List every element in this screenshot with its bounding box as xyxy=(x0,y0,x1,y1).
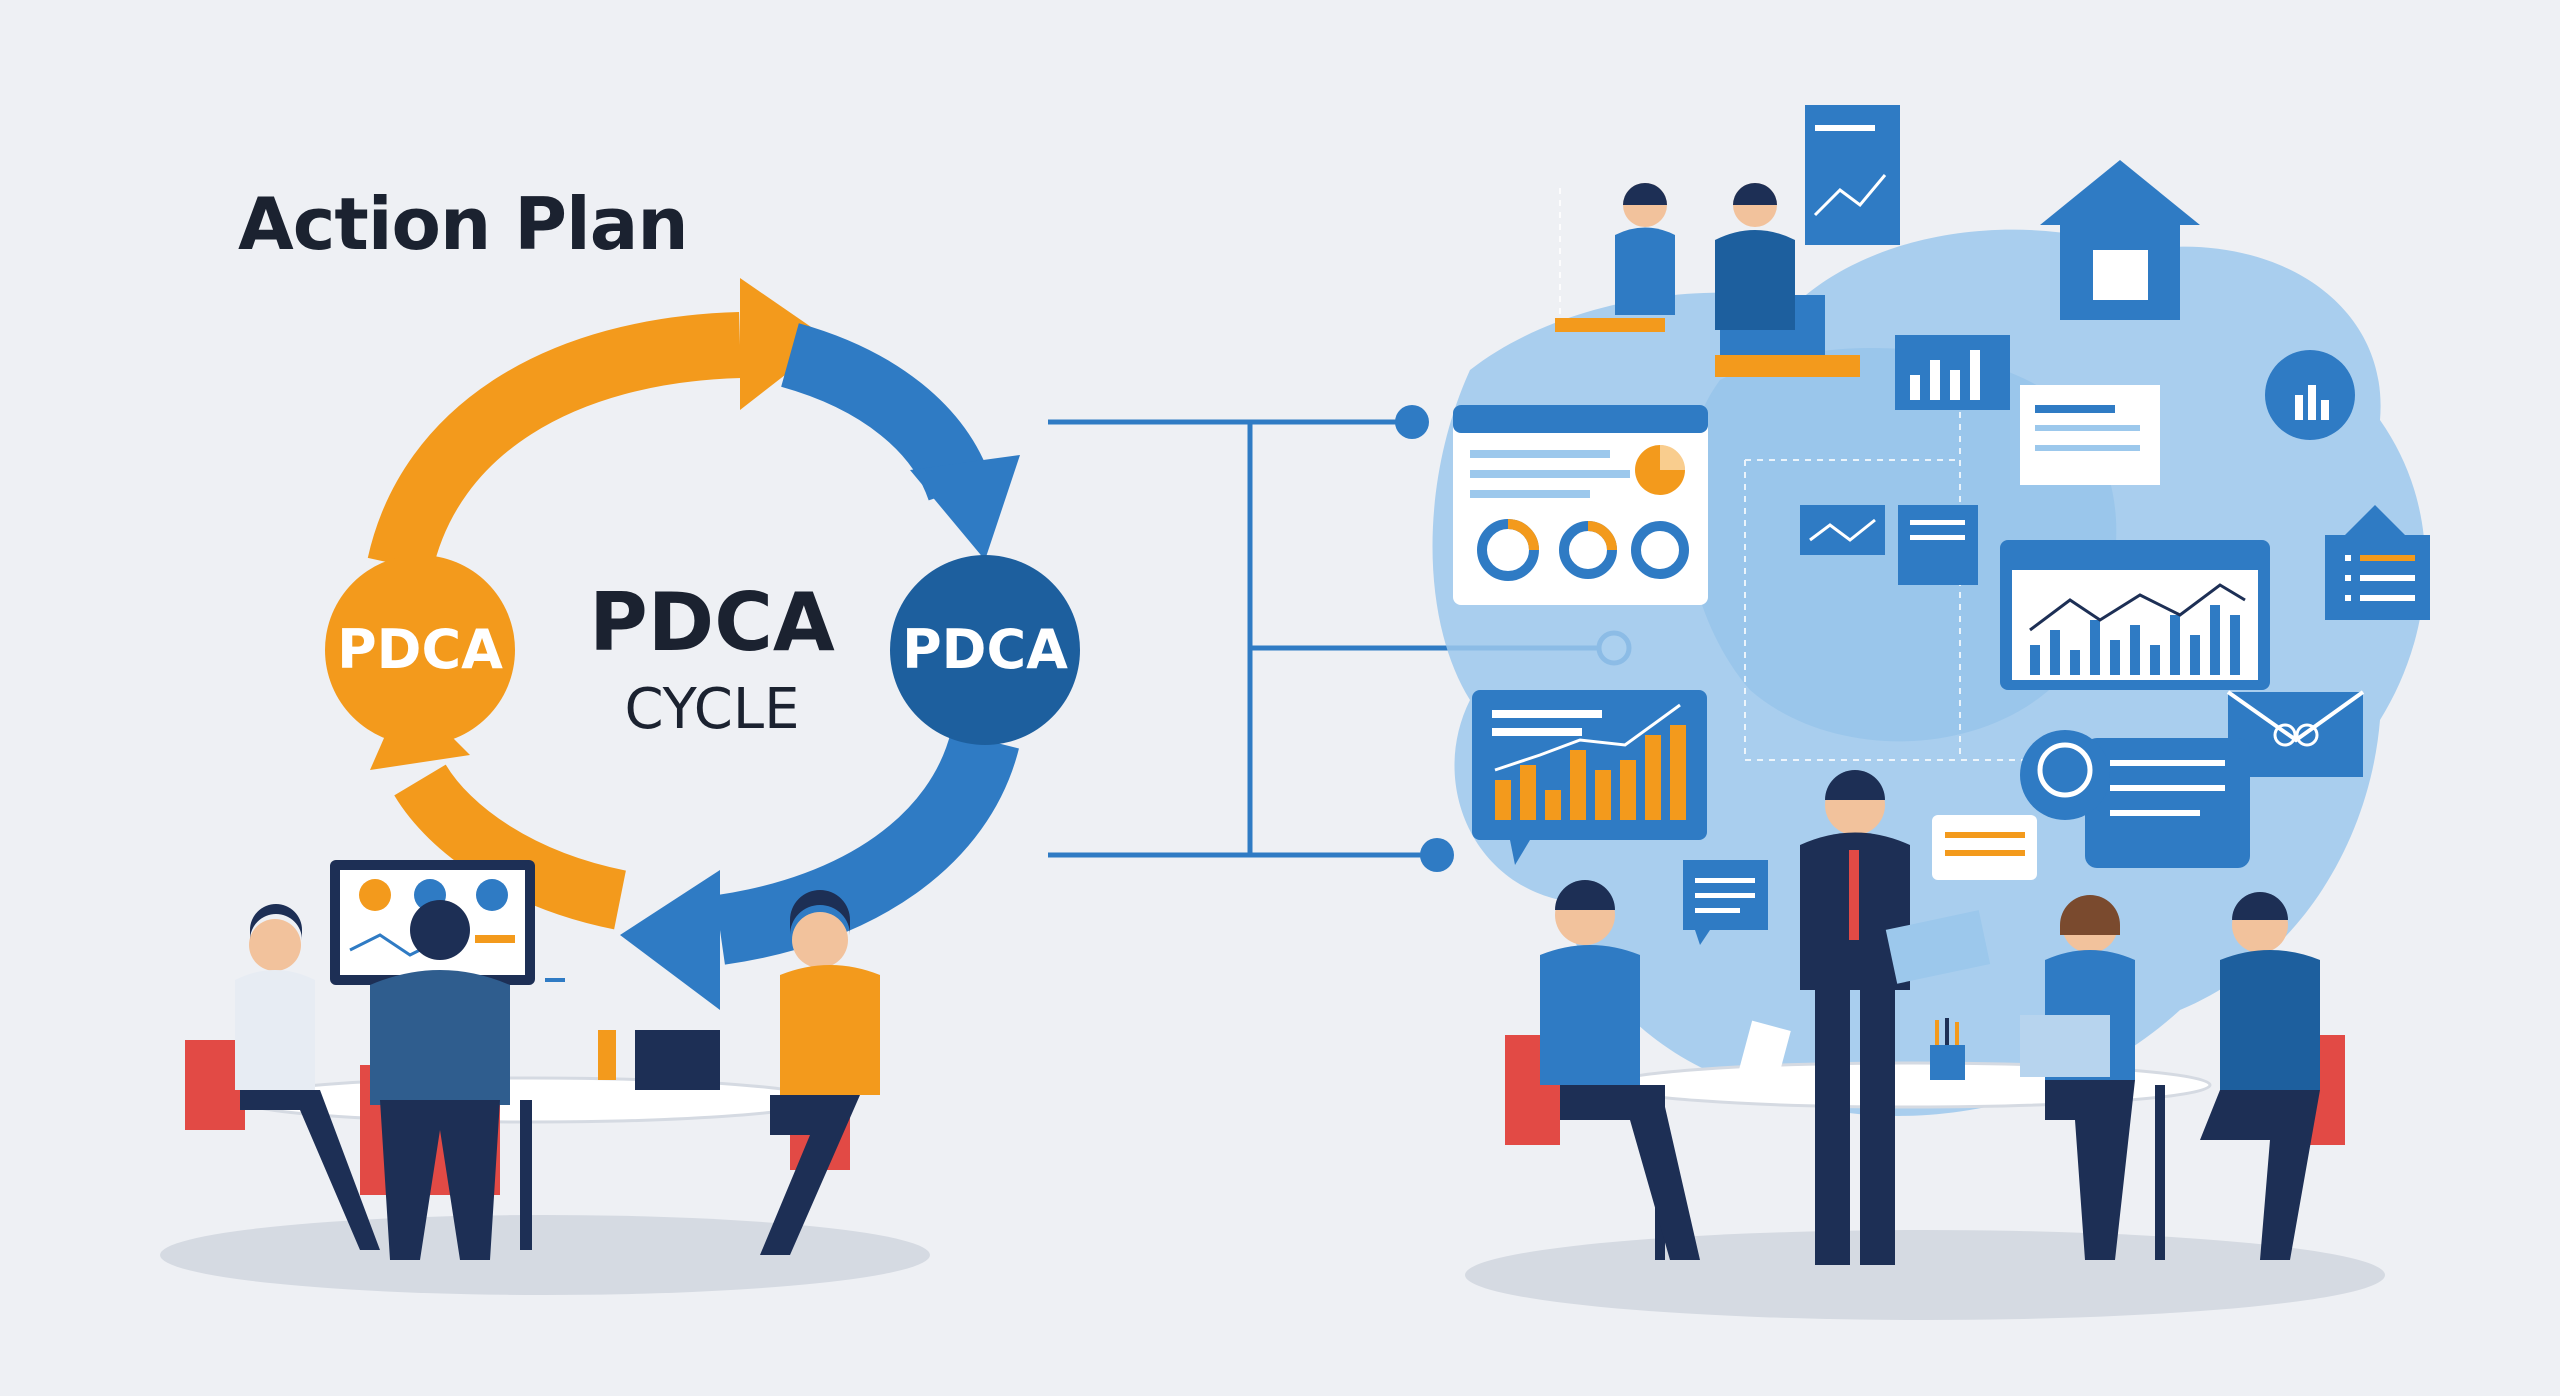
laptop-icon xyxy=(635,1030,720,1090)
document-icon xyxy=(1737,1020,1791,1085)
cycle-node-right-label: PDCA xyxy=(902,618,1068,681)
team-top-right xyxy=(1555,183,1860,377)
laptop-icon xyxy=(2020,1015,2110,1077)
list-card-icon xyxy=(2325,505,2430,620)
chart-circle-icon xyxy=(2265,350,2355,440)
bar-chart-card-orange xyxy=(1472,690,1707,865)
connector-dot-bottom xyxy=(1420,838,1454,872)
cycle-arrow-orange-top xyxy=(367,312,742,573)
floor-shadow-right xyxy=(1465,1230,2385,1320)
house-icon xyxy=(2040,160,2200,320)
cycle-node-left xyxy=(325,555,515,745)
cycle-center-subtitle: CYCLE xyxy=(625,677,800,742)
cycle-arrow-orange-bottom xyxy=(394,763,627,930)
dashboard-card-donuts xyxy=(1453,405,1708,605)
floor-shadow-left xyxy=(160,1215,930,1295)
page-title: Action Plan xyxy=(238,182,689,266)
comment-card-orange xyxy=(1932,815,2037,880)
speech-bubble-icon xyxy=(2020,730,2250,868)
cycle-arrowhead-orange-top xyxy=(740,278,830,410)
pdca-cycle-diagram: PDCA PDCA PDCA CYCLE xyxy=(325,278,1080,1010)
cycle-node-left-label: PDCA xyxy=(337,618,503,681)
cycle-arrowhead-blue-bottom xyxy=(620,870,720,1010)
cycle-node-right xyxy=(890,555,1080,745)
tablet-icon xyxy=(1885,910,1991,984)
meeting-scene-left xyxy=(185,860,880,1260)
document-card-top xyxy=(1805,105,1900,245)
comment-card-blue xyxy=(1683,860,1768,945)
line-chart-card xyxy=(2000,540,2270,690)
cycle-center-title: PDCA xyxy=(589,576,835,669)
cycle-arrowhead-blue-top xyxy=(910,455,1020,560)
connector-dot-top xyxy=(1395,405,1429,439)
small-doc-icons xyxy=(1800,505,1978,585)
meeting-scene-right xyxy=(1505,770,2345,1265)
bar-chart-icon xyxy=(1895,335,2010,410)
cycle-arrow-blue-bottom xyxy=(714,730,1019,965)
text-card-right xyxy=(2020,385,2160,485)
envelope-icon xyxy=(2226,690,2365,777)
